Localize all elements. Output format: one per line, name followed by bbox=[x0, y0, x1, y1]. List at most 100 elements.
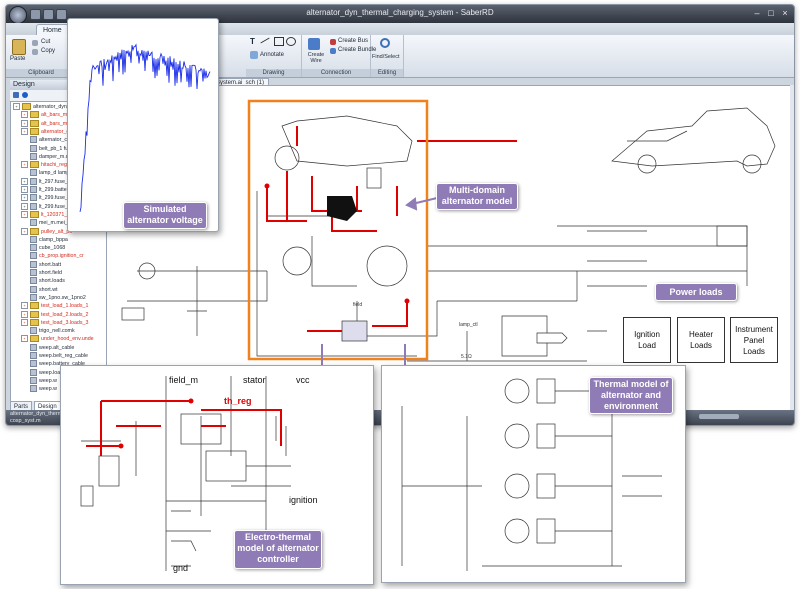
tree-item[interactable]: + lt_120371_p bbox=[21, 210, 107, 220]
zoom-slider[interactable] bbox=[699, 414, 739, 419]
ribbon-group-clipboard: Paste Cut Copy Clipboard bbox=[6, 35, 77, 77]
tree-item[interactable]: cube_1068 bbox=[21, 244, 107, 253]
part-icon bbox=[30, 252, 37, 260]
expand-icon[interactable]: + bbox=[21, 210, 28, 218]
part-icon bbox=[30, 202, 37, 210]
tree-item-label: lt_120371_p bbox=[41, 211, 71, 218]
tree-item[interactable]: weep.w bbox=[21, 376, 107, 386]
create-wire-icon[interactable] bbox=[308, 38, 320, 50]
tree-item[interactable]: damper_m.d bbox=[21, 152, 107, 162]
expand-icon[interactable]: + bbox=[21, 310, 28, 318]
expand-icon[interactable]: + bbox=[21, 227, 28, 235]
expand-icon[interactable]: + bbox=[21, 127, 28, 135]
expand-icon[interactable]: + bbox=[21, 119, 28, 127]
tree-item[interactable]: + pulley_alt_po bbox=[21, 227, 107, 237]
part-icon bbox=[30, 186, 37, 194]
find-icon[interactable] bbox=[380, 38, 390, 48]
tree-item[interactable]: +alternator_dyn_the bbox=[13, 103, 107, 112]
tree-item[interactable]: weep.battery_cable bbox=[21, 360, 107, 369]
part-icon bbox=[30, 260, 37, 268]
tree-item[interactable]: weep.belt_reg_cable bbox=[21, 352, 107, 361]
find-select-button[interactable]: Find/Select bbox=[372, 54, 400, 60]
info-icon[interactable] bbox=[22, 92, 28, 98]
expand-icon[interactable]: + bbox=[21, 335, 28, 343]
voltage-trace bbox=[79, 43, 211, 212]
expand-icon[interactable]: + bbox=[13, 103, 20, 111]
part-icon bbox=[30, 244, 37, 252]
expand-icon[interactable]: + bbox=[21, 111, 28, 119]
tree-item[interactable]: +lt_299.batte bbox=[21, 186, 107, 195]
tree-item[interactable]: +test_load_1.loads_1 bbox=[21, 302, 107, 311]
thermal-block bbox=[536, 378, 556, 404]
tree-item[interactable]: weep.w bbox=[21, 385, 107, 394]
tree-item[interactable]: trigo_nell.comk bbox=[21, 327, 107, 336]
tree-item[interactable]: short.wt bbox=[21, 285, 107, 295]
tree-item[interactable]: +alt_bars_m bbox=[21, 111, 107, 120]
tree-item[interactable]: mei_m.mei_b bbox=[21, 219, 107, 228]
expand-icon[interactable]: + bbox=[21, 318, 28, 326]
text-tool-icon[interactable]: T bbox=[250, 37, 255, 46]
tree-item[interactable]: short.field bbox=[21, 269, 107, 278]
expand-icon[interactable]: + bbox=[21, 177, 28, 185]
line-tool-icon[interactable] bbox=[260, 37, 270, 44]
tree-item-label: lt_299.fuse_ bbox=[39, 195, 68, 202]
create-wire-button[interactable]: Create Wire bbox=[307, 52, 325, 64]
vertical-scrollbar[interactable] bbox=[790, 85, 794, 410]
cut-button[interactable]: Cut bbox=[41, 39, 51, 45]
tree-item-label: pulley_alt_po bbox=[41, 228, 73, 235]
tree-item[interactable]: short.batt bbox=[21, 260, 107, 270]
tree-item[interactable]: weep.alt_cable bbox=[21, 343, 107, 353]
tree-item[interactable]: alternator_c bbox=[21, 136, 107, 145]
create-bus-button[interactable]: Create Bus bbox=[338, 38, 369, 44]
create-bundle-button[interactable]: Create Bundle bbox=[338, 47, 377, 53]
annotate-button[interactable]: Annotate bbox=[260, 52, 285, 58]
rectangle-tool-icon[interactable] bbox=[274, 37, 284, 46]
folder-icon bbox=[30, 335, 39, 343]
undo-icon[interactable] bbox=[43, 9, 54, 20]
ellipse-tool-icon[interactable] bbox=[286, 37, 296, 46]
tree-item-label: belt_pb_1 fu bbox=[39, 145, 69, 152]
tree-item[interactable]: +hitachi_rega bbox=[21, 161, 107, 170]
expand-icon[interactable]: + bbox=[21, 161, 28, 169]
paste-icon[interactable] bbox=[12, 39, 26, 55]
tree-item-label: lt_297.fuse_ bbox=[39, 178, 68, 185]
tree-item[interactable]: lamp_d lamp bbox=[21, 169, 107, 178]
tree-item-label: weep.w bbox=[39, 377, 57, 384]
tree-item-label: mei_m.mei_b bbox=[39, 220, 71, 227]
redo-icon[interactable] bbox=[56, 9, 67, 20]
tree-item[interactable]: short.loads bbox=[21, 277, 107, 286]
tree-item[interactable]: +lt_299.fuse_ bbox=[21, 202, 107, 212]
expand-icon[interactable]: + bbox=[21, 194, 28, 202]
tree-item[interactable]: + lt_299.fuse_ bbox=[21, 194, 107, 203]
tree-item[interactable]: +alt_bars_m bbox=[21, 119, 107, 129]
tree-item[interactable]: sw_1pno.sw_1pno2 bbox=[21, 293, 107, 303]
part-icon bbox=[30, 285, 37, 293]
minimize-icon[interactable]: – bbox=[754, 8, 760, 18]
maximize-icon[interactable]: □ bbox=[768, 8, 774, 18]
tree-item[interactable]: +test_load_2.loads_2 bbox=[21, 310, 107, 320]
annotate-icon bbox=[250, 51, 258, 59]
tree-item[interactable]: +alternator_d bbox=[21, 127, 107, 137]
copy-button[interactable]: Copy bbox=[41, 48, 56, 54]
part-icon bbox=[30, 152, 37, 160]
close-icon[interactable]: × bbox=[782, 8, 788, 18]
cut-icon bbox=[32, 40, 38, 46]
part-icon bbox=[30, 194, 37, 202]
ribbon-group-label: Clipboard bbox=[6, 69, 76, 77]
gnd-label: gnd bbox=[173, 563, 188, 573]
tree-item[interactable]: + lt_297.fuse_ bbox=[21, 177, 107, 187]
tree-item[interactable]: +under_hood_env.unde bbox=[21, 335, 107, 344]
create-bundle-icon bbox=[330, 48, 336, 54]
paste-button[interactable]: Paste bbox=[10, 56, 26, 62]
tree-item[interactable]: clamp_bppa bbox=[21, 235, 107, 245]
folder-icon bbox=[30, 318, 39, 326]
save-icon[interactable] bbox=[30, 9, 41, 20]
part-icon bbox=[30, 343, 37, 351]
expand-icon[interactable]: + bbox=[21, 186, 28, 194]
tree-item[interactable]: +test_load_3.loads_3 bbox=[21, 318, 107, 328]
tree-item[interactable]: belt_pb_1 fu bbox=[21, 144, 107, 154]
expand-icon[interactable]: + bbox=[21, 202, 28, 210]
tree-item[interactable]: cb_prop.ignition_cr bbox=[21, 252, 107, 261]
binoculars-icon[interactable] bbox=[13, 92, 19, 98]
expand-icon[interactable]: + bbox=[21, 302, 28, 310]
